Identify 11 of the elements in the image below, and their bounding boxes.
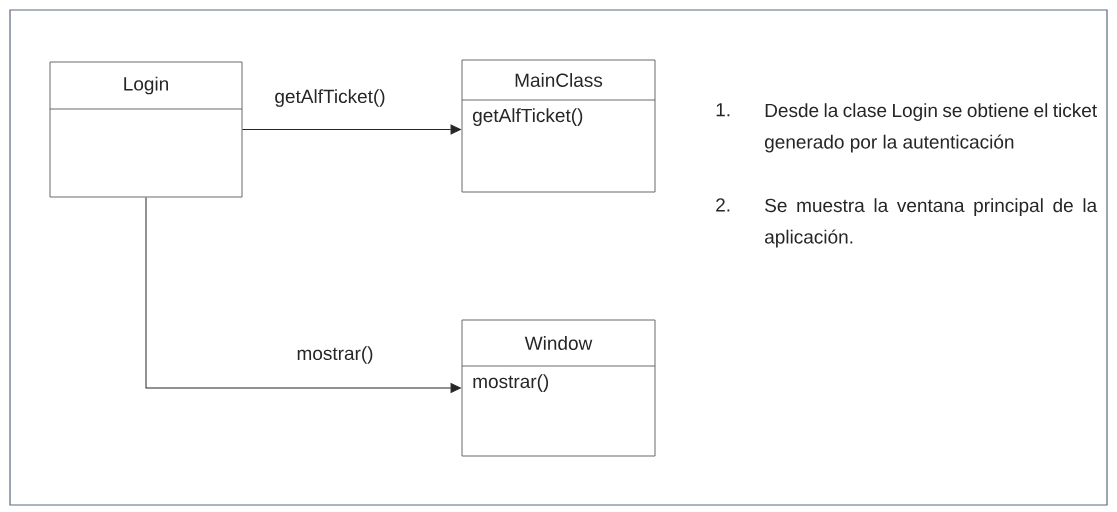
class-box: MainClass getAlfTicket() (461, 59, 656, 193)
list-number: 2. (716, 198, 730, 212)
list-item-text: Desde la clase Login se obtiene el ticket generado por la autenticación (765, 103, 1097, 153)
edge-label: mostrar() (295, 345, 375, 365)
arrow (241, 124, 461, 135)
edge-label: getAlfTicket() (273, 88, 387, 108)
list-number: 1. (716, 103, 730, 117)
class-box: Login (49, 61, 243, 198)
arrow (145, 196, 461, 393)
list-item-text: Se muestra la ventana principal de la aplicación. (765, 198, 1098, 248)
class-box: Window mostrar() (461, 319, 656, 457)
